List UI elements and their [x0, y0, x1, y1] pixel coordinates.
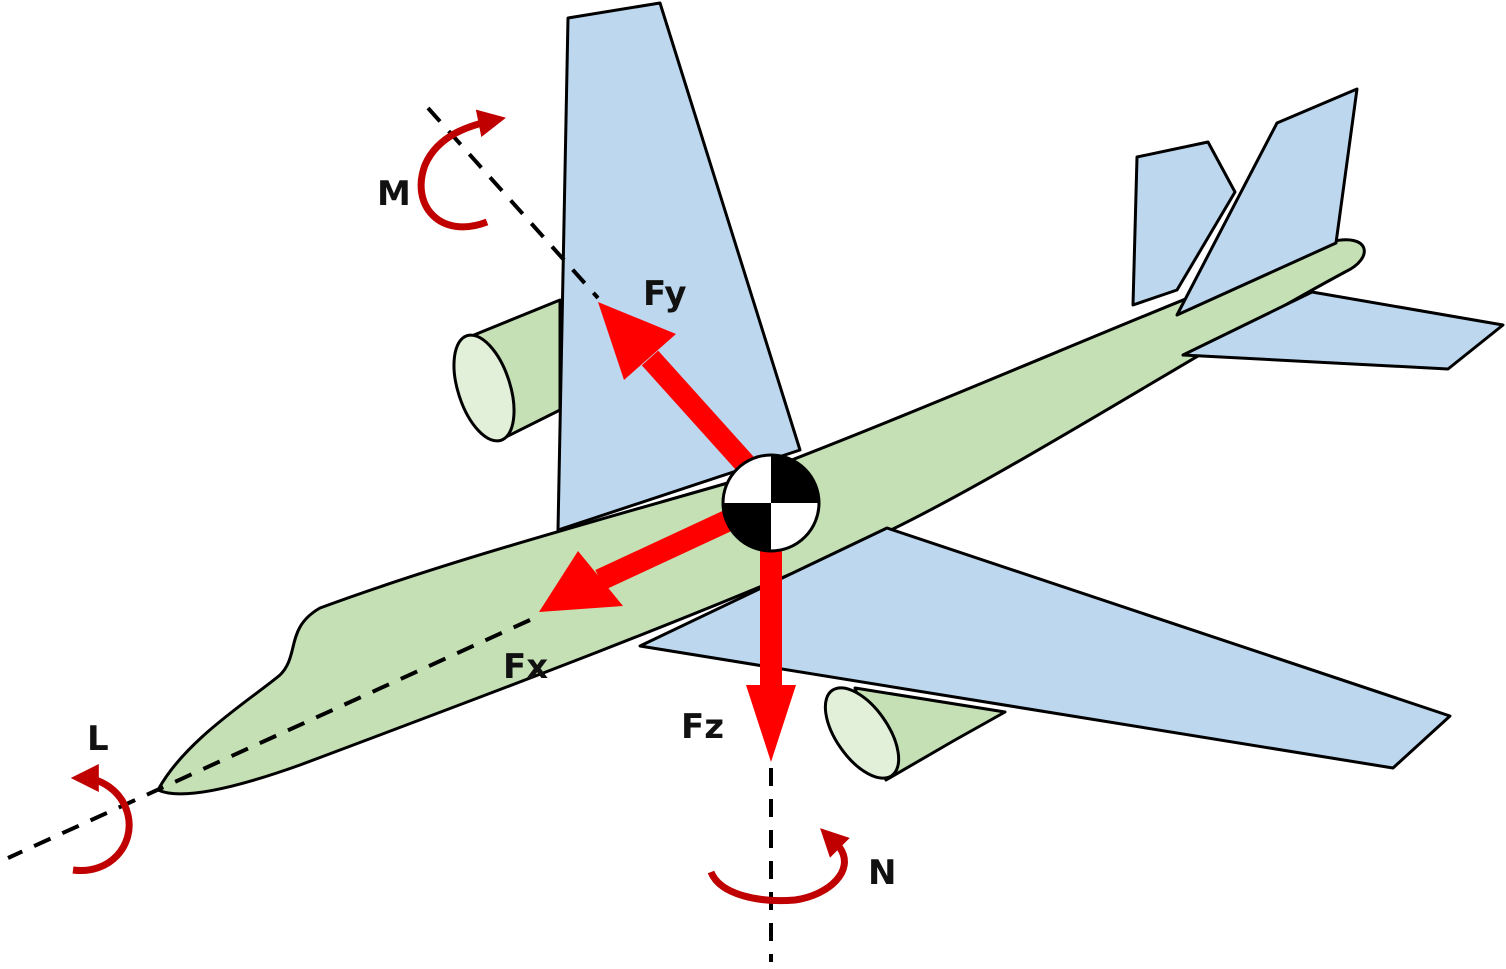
- far-wing: [556, 1, 802, 532]
- fy-label: Fy: [643, 274, 687, 314]
- near-wing: [638, 526, 1452, 770]
- l-curved-arrow-icon: [70, 764, 133, 875]
- m-curved-arrow-icon: [417, 109, 506, 231]
- fy-force-arrow: [598, 302, 767, 486]
- l-label: L: [87, 719, 109, 759]
- horizontal-stabilizer: [1181, 290, 1505, 371]
- n-label: N: [868, 853, 896, 893]
- vertical-stabilizer: [1175, 87, 1359, 317]
- fz-label: Fz: [681, 707, 724, 747]
- cg-target-icon: [721, 453, 821, 553]
- vertical-stabilizer-rear: [1131, 140, 1237, 307]
- near-engine: [823, 686, 1007, 782]
- x-axis-line: [7, 618, 531, 860]
- far-engine: [452, 298, 562, 443]
- y-axis-line: [426, 106, 600, 300]
- fx-force-arrow: [539, 504, 747, 612]
- m-label: M: [377, 174, 411, 214]
- n-curved-arrow-icon: [707, 828, 850, 905]
- fx-label: Fx: [503, 647, 548, 687]
